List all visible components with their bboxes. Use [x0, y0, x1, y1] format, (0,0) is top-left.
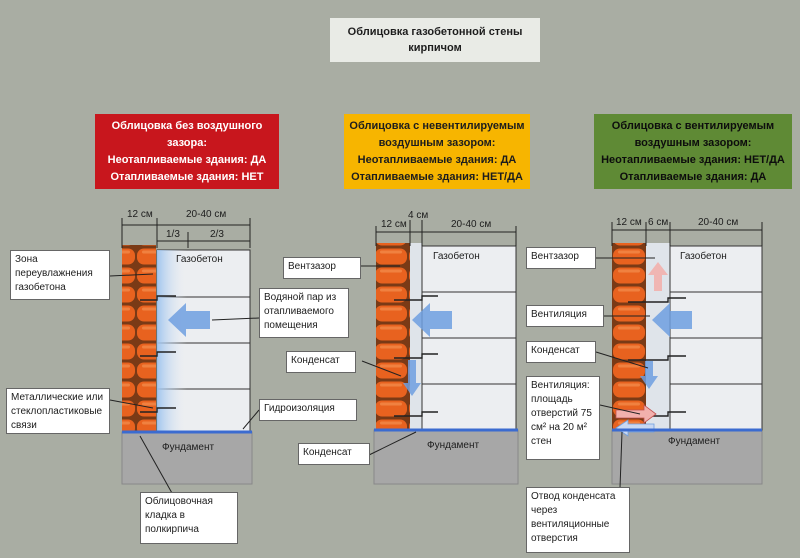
panel-2-dim-block: 20-40 см [451, 219, 492, 230]
panel-3-header-line-1: Облицовка с вентилируемым [611, 119, 775, 132]
panel-3-vent-inlet-arrow [615, 404, 657, 424]
panel-2-vapor-arrow [412, 303, 452, 337]
panel-3-gap-callout: Вентзазор [526, 247, 596, 269]
panel-2-foundation [373, 429, 519, 485]
panel-3-header-line-3: Неотапливаемые здания: НЕТ/ДА [601, 153, 785, 166]
panel-3-drain-callout: Отвод конденсата через вентиляционные от… [526, 487, 630, 553]
panel-2-drawing [360, 220, 519, 485]
panel-2-condensate-arrow [403, 360, 421, 396]
panel-3-header: Облицовка с вентилируемым воздушным зазо… [594, 114, 792, 189]
panel-2-gap [410, 243, 422, 430]
panel-3-vapor-arrow [652, 303, 692, 337]
title-line-1: Облицовка газобетонной стены [347, 26, 523, 38]
panel-2-header: Облицовка с невентилируемым воздушным за… [344, 114, 530, 189]
panel-1-masonry-callout: Облицовочная кладка в полкирпича [140, 492, 238, 544]
panel-3-dim-brick: 12 см [616, 217, 642, 228]
panel-2-gap-callout: Вентзазор [283, 257, 361, 279]
panel-3-airflow-up-arrow [648, 262, 668, 291]
panel-1-brick-wall [122, 245, 156, 432]
panel-1-wet-zone [157, 250, 187, 432]
panel-1-header-line-2: зазора: [167, 136, 207, 149]
panel-2-header-line-4: Отапливаемые здания: НЕТ/ДА [351, 170, 523, 183]
panel-3-brick-wall [612, 243, 646, 430]
panel-3-vent-area-callout: Вентиляция: площадь отверстий 75 см² на … [526, 376, 600, 460]
panel-3-condensate-callout: Конденсат [526, 341, 596, 363]
panel-1-vapor-arrow [168, 303, 210, 337]
diagram-title: Облицовка газобетонной стены кирпичом [330, 18, 540, 62]
panel-1-foundation-label: Фундамент [162, 442, 215, 453]
title-line-2: кирпичом [408, 42, 462, 54]
panel-3-drawing [595, 222, 763, 489]
panel-3-ventilation-callout: Вентиляция [526, 305, 604, 327]
panel-1-header-line-3: Неотапливаемые здания: ДА [107, 153, 267, 166]
panel-3-block-label: Газобетон [680, 251, 727, 262]
panel-2-brick-wall [376, 243, 410, 430]
panel-2-header-line-2: воздушным зазором: [378, 136, 496, 149]
panel-2-block-label: Газобетон [433, 251, 480, 262]
panel-2-header-line-3: Неотапливаемые здания: ДА [357, 153, 517, 166]
panel-2-dim-brick: 12 см [381, 219, 407, 230]
panel-1-condensate-callout: Конденсат [286, 351, 356, 373]
panel-1-block-label: Газобетон [176, 254, 223, 265]
panel-1-drawing [109, 218, 260, 503]
panel-3-header-line-2: воздушным зазором: [634, 136, 752, 149]
panel-1-ties-callout: Металлические или стеклопластиковые связ… [6, 388, 110, 434]
panel-2-dim-gap: 4 см [408, 210, 429, 221]
panel-1-waterproofing-callout: Гидроизоляция [259, 399, 357, 421]
panel-1-foundation [121, 431, 253, 485]
panel-1-header-line-1: Облицовка без воздушного [111, 119, 263, 132]
panel-3-dim-gap: 6 см [648, 217, 669, 228]
panel-2-condensate-callout: Конденсат [298, 443, 370, 465]
panel-1-header: Облицовка без воздушного зазора: Неотапл… [95, 114, 279, 189]
panel-1-dim-third: 1/3 [166, 229, 180, 240]
panel-3-dim-block: 20-40 см [698, 217, 739, 228]
panel-1-header-line-4: Отапливаемые здания: НЕТ [110, 170, 264, 183]
panel-3-header-line-4: Отапливаемые здания: ДА [619, 170, 767, 183]
panel-3-condensate-arrow [640, 361, 658, 389]
panel-2-foundation-label: Фундамент [427, 440, 480, 451]
panel-1-dim-two-thirds: 2/3 [210, 229, 224, 240]
panel-3-foundation [611, 429, 763, 485]
panel-3-foundation-label: Фундамент [668, 436, 721, 447]
panel-1-zone-callout: Зона переувлажнения газобетона [10, 250, 110, 300]
panel-1-vapor-callout: Водяной пар из отапливаемого помещения [259, 288, 349, 338]
panel-1-dim-brick: 12 см [127, 209, 153, 220]
panel-1-dim-block: 20-40 см [186, 209, 227, 220]
panel-2-header-line-1: Облицовка с невентилируемым [349, 119, 525, 132]
